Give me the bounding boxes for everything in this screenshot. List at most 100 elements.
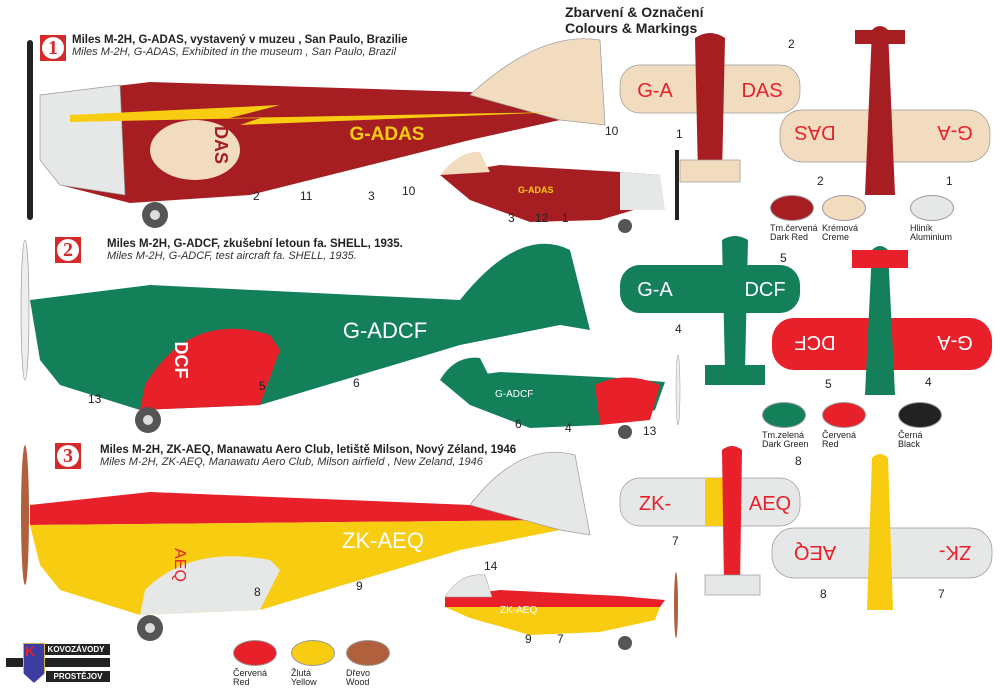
label: DCF	[794, 331, 835, 353]
profile-2-title: Miles M-2H, G-ADCF, zkušební letoun fa. …	[107, 238, 403, 262]
tail-fin	[469, 38, 606, 126]
fuselage-panel	[150, 120, 240, 180]
profile-1-badge: 1	[40, 35, 66, 61]
profile-3-small-side-view: ZK-AEQ 9 7	[444, 572, 678, 650]
label: Tm.červená	[770, 223, 818, 233]
label: Dark Green	[762, 439, 809, 449]
label: Aluminium	[910, 232, 953, 242]
label: 7	[672, 534, 679, 548]
callout: 10	[605, 124, 619, 138]
label: Black	[898, 439, 921, 449]
label: G-ADAS	[518, 185, 554, 195]
propeller	[27, 40, 33, 220]
label: Yellow	[291, 677, 317, 687]
label: 8	[820, 587, 827, 601]
registration: G-ADAS	[350, 124, 425, 145]
label: Hliník	[910, 223, 933, 233]
profile-1-bottom-view: DAS G-A 2 1	[779, 26, 991, 195]
profile-1-side-view: DAS G-ADAS 2 11 3 10	[27, 38, 619, 228]
label: G-A	[637, 80, 673, 102]
label: K	[25, 643, 36, 659]
label: ZK-AEQ	[500, 605, 537, 616]
label: 7	[557, 632, 564, 646]
label: ZK-	[639, 493, 671, 515]
label: 7	[938, 587, 945, 601]
profile-3-side-view: AEQ ZK-AEQ 8 9 14	[21, 445, 591, 641]
label: 9	[356, 579, 363, 593]
label: Červená	[822, 430, 857, 440]
label: Červená	[233, 668, 268, 678]
profile-2-small-side-view: G-ADCF 6 4 13	[440, 354, 681, 439]
label: G-A	[937, 121, 973, 143]
label: 2	[788, 37, 795, 51]
label: KOVOZÁVODY	[42, 644, 110, 655]
label: 1	[946, 174, 953, 188]
label: ZK-AEQ	[342, 528, 424, 553]
label: 8	[795, 454, 802, 468]
label: Černá	[898, 430, 923, 440]
callout: 3	[368, 189, 375, 203]
profile-2-badge: 2	[55, 237, 81, 263]
title-cz: Miles M-2H, G-ADCF, zkušební letoun fa. …	[107, 238, 403, 250]
heading-cz: Zbarvení & Označení	[565, 4, 704, 20]
heading-en: Colours & Markings	[565, 20, 698, 36]
label: AEQ	[171, 548, 188, 582]
label: DCF	[171, 342, 191, 379]
label: G-ADCF	[343, 318, 427, 343]
label: 5	[259, 379, 266, 393]
label: 13	[88, 392, 102, 406]
label: PROSTĚJOV	[46, 671, 110, 682]
badge-number: 1	[42, 37, 64, 59]
label: 8	[254, 585, 261, 599]
label: Creme	[822, 232, 850, 242]
label: 5	[780, 251, 787, 265]
colours-heading: Zbarvení & Označení Colours & Markings	[565, 4, 703, 36]
badge-number: 3	[57, 445, 79, 467]
label: Tm.zelená	[762, 430, 805, 440]
fuselage-mark: DAS	[211, 126, 231, 164]
label: 10	[402, 184, 416, 198]
title-cz: Miles M-2H, ZK-AEQ, Manawatu Aero Club, …	[100, 444, 517, 456]
label: 6	[515, 417, 522, 431]
profile-2-side-view: DCF G-ADCF 13 5 6	[20, 239, 590, 433]
label: Red	[233, 677, 250, 687]
profile-3-top-view: ZK- AEQ 7 8	[619, 446, 802, 596]
profile-2-bottom-view: DCF G-A 5 4	[772, 246, 992, 395]
profile-1-top-view: G-A DAS 1 2	[619, 33, 801, 183]
title-en: Miles M-2H, ZK-AEQ, Manawatu Aero Club, …	[100, 456, 483, 468]
profile-2-top-view: G-A DCF 4 5	[620, 236, 800, 385]
label: DAS	[741, 80, 782, 102]
title-en: Miles M-2H, G-ADAS, Exhibited in the mus…	[72, 46, 397, 58]
label: Wood	[346, 677, 370, 687]
label: 1	[562, 211, 569, 225]
label: DAS	[794, 121, 835, 143]
label: ZK-	[939, 541, 971, 563]
profile-3-bottom-view: AEQ ZK- 8 7	[771, 454, 993, 610]
label: 6	[353, 376, 360, 390]
callout: 11	[300, 189, 313, 203]
lightning-flash	[70, 105, 560, 125]
label: 14	[484, 559, 498, 573]
label: 4	[925, 375, 932, 389]
label: G-A	[637, 279, 673, 301]
label: Žlutá	[291, 668, 312, 678]
label: G-A	[937, 331, 973, 353]
profile-3-badge: 3	[55, 443, 81, 469]
label: 12	[535, 211, 549, 225]
label: 1	[676, 127, 683, 141]
label: DCF	[744, 279, 785, 301]
title-cz: Miles M-2H, G-ADAS, vystavený v muzeu , …	[72, 34, 408, 46]
label: 9	[525, 632, 532, 646]
cowling	[39, 84, 126, 196]
badge-number: 2	[57, 239, 79, 261]
